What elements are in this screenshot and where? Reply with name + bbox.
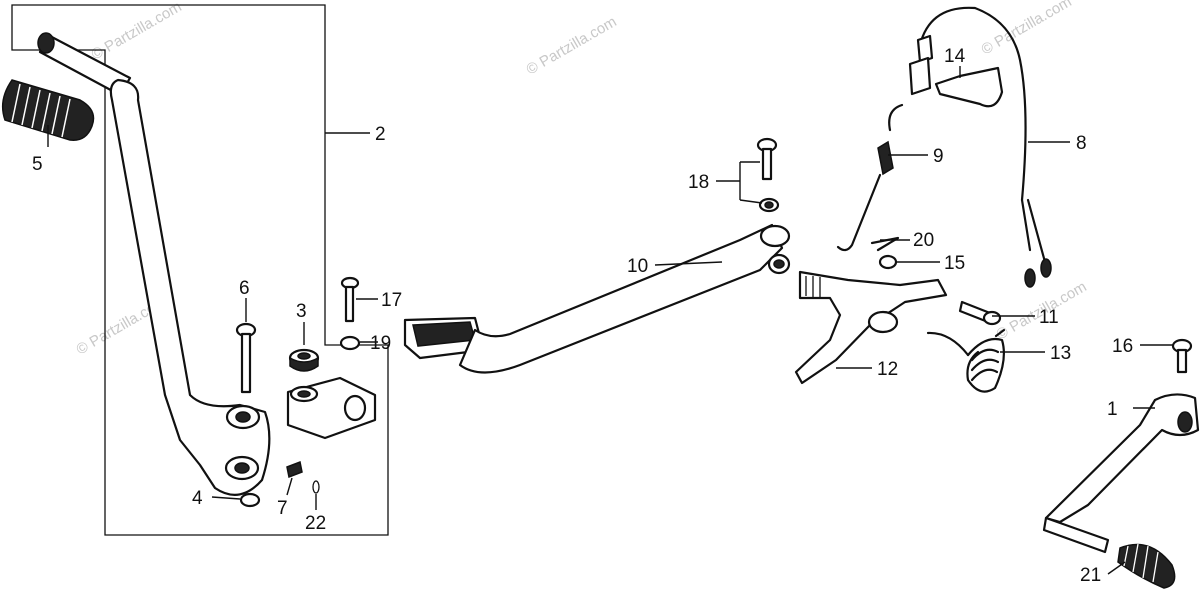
callout-9: 9 xyxy=(933,146,944,167)
callout-20: 20 xyxy=(913,230,934,251)
callout-16: 16 xyxy=(1112,336,1133,357)
switch-cable xyxy=(908,6,1052,288)
pin-22 xyxy=(312,480,320,494)
joint-block xyxy=(286,376,377,440)
bolt-17 xyxy=(340,276,360,323)
cotter-pin-20 xyxy=(870,236,900,252)
callout-15: 15 xyxy=(944,253,965,274)
callout-19: 19 xyxy=(370,333,391,354)
shift-rubber xyxy=(1117,543,1176,589)
watermark: © Partzilla.com xyxy=(979,0,1075,58)
kick-lever xyxy=(37,32,271,496)
leader-lines xyxy=(47,66,1173,575)
callout-8: 8 xyxy=(1076,133,1087,154)
spring-7 xyxy=(286,460,303,479)
callout-10: 10 xyxy=(627,256,648,277)
callout-13: 13 xyxy=(1050,343,1071,364)
callout-11: 11 xyxy=(1039,307,1059,328)
callout-3: 3 xyxy=(296,301,307,322)
callout-labels: 1 2 3 4 5 6 7 8 9 10 11 12 13 14 15 16 1… xyxy=(32,46,1133,586)
callout-5: 5 xyxy=(32,154,43,175)
bolt-16 xyxy=(1171,338,1193,374)
brake-pedal xyxy=(403,223,791,374)
assembly-outline-2 xyxy=(11,4,389,536)
callout-4: 4 xyxy=(192,488,203,509)
pivot-arm xyxy=(794,270,948,385)
callout-14: 14 xyxy=(944,46,966,67)
callout-6: 6 xyxy=(239,278,250,299)
callout-1: 1 xyxy=(1107,399,1118,420)
callout-12: 12 xyxy=(877,359,898,380)
callout-18: 18 xyxy=(688,172,709,193)
washer-15 xyxy=(878,254,898,270)
callout-17: 17 xyxy=(381,290,402,311)
bolt-18 xyxy=(756,137,780,213)
callout-22: 22 xyxy=(305,513,326,534)
watermark: © Partzilla.com xyxy=(524,13,620,78)
bolt-11 xyxy=(958,300,1002,326)
callout-2: 2 xyxy=(375,124,386,145)
grip-rubber xyxy=(1,79,95,141)
shift-lever xyxy=(1042,393,1200,554)
washer-4 xyxy=(239,492,261,508)
callout-21: 21 xyxy=(1080,565,1101,586)
brake-spring xyxy=(836,103,904,252)
pivot-bolt xyxy=(235,322,257,394)
callout-7: 7 xyxy=(277,498,288,519)
bracket-14 xyxy=(934,66,1004,108)
rubber-cap xyxy=(288,348,320,372)
washer-19 xyxy=(339,335,361,351)
return-spring xyxy=(926,328,1006,393)
watermark: © Partzilla.com xyxy=(89,0,185,63)
